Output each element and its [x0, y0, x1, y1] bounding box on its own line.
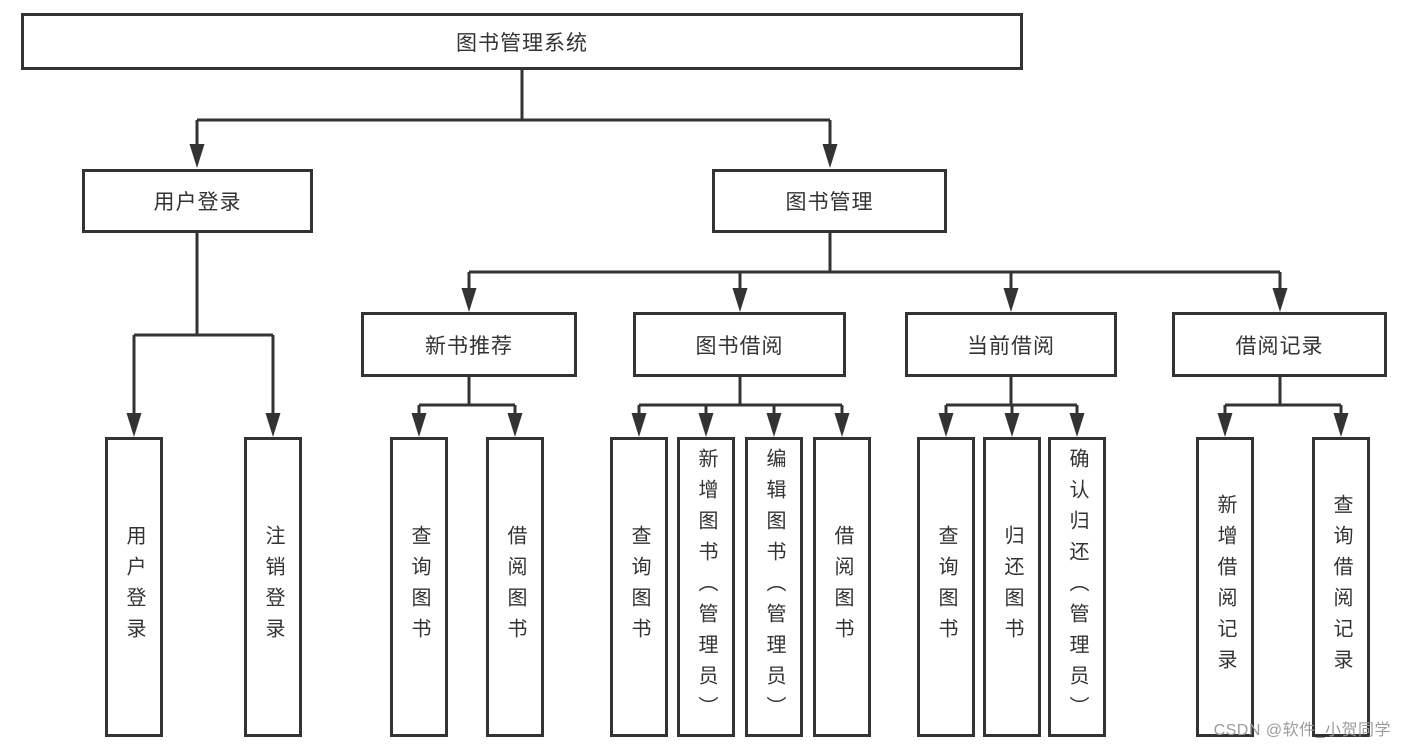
node-label: 图书借阅 [695, 334, 784, 358]
node-label: 图书管理系统 [456, 31, 588, 55]
leaf-label: 查询借阅记录 [1330, 494, 1352, 680]
node-label: 当前借阅 [967, 334, 1055, 358]
leaf-label: 借阅图书 [831, 525, 853, 649]
csdn-watermark: CSDN @软件_小贺同学 [1213, 722, 1391, 739]
node-library-management-system: 图书管理系统 [21, 13, 1023, 70]
leaf-label: 编辑图书（管理员） [763, 447, 785, 727]
node-label: 借阅记录 [1235, 334, 1324, 358]
node-book-management: 图书管理 [712, 169, 947, 233]
node-current-borrowing: 当前借阅 [905, 312, 1117, 377]
leaf-logout: 注销登录 [244, 437, 302, 737]
leaf-label: 用户登录 [123, 525, 145, 649]
leaf-label: 借阅图书 [504, 525, 526, 649]
leaf-label: 新增图书（管理员） [695, 447, 717, 727]
leaf-current-query-books: 查询图书 [917, 437, 975, 737]
leaf-label: 新增借阅记录 [1214, 494, 1236, 680]
leaf-records-query-borrow-record: 查询借阅记录 [1312, 437, 1370, 737]
leaf-newbooks-query-books: 查询图书 [390, 437, 448, 737]
leaf-borrowing-query-books: 查询图书 [610, 437, 668, 737]
leaf-current-return-books: 归还图书 [983, 437, 1041, 737]
leaf-current-confirm-return-admin: 确认归还（管理员） [1048, 437, 1106, 737]
node-label: 用户登录 [153, 191, 242, 214]
leaf-user-login: 用户登录 [105, 437, 163, 737]
leaf-records-add-borrow-record: 新增借阅记录 [1196, 437, 1254, 737]
leaf-borrowing-edit-books-admin: 编辑图书（管理员） [745, 437, 803, 737]
node-new-book-recommendation: 新书推荐 [361, 312, 577, 377]
leaf-label: 归还图书 [1001, 525, 1023, 649]
node-label: 图书管理 [785, 191, 874, 214]
leaf-label: 查询图书 [628, 525, 650, 649]
leaf-label: 确认归还（管理员） [1066, 447, 1088, 727]
leaf-borrowing-add-books-admin: 新增图书（管理员） [677, 437, 735, 737]
node-book-borrowing: 图书借阅 [633, 312, 846, 377]
leaf-label: 查询图书 [935, 525, 957, 649]
leaf-newbooks-borrow-books: 借阅图书 [486, 437, 544, 737]
leaf-label: 查询图书 [408, 525, 430, 649]
node-user-login: 用户登录 [82, 169, 313, 233]
node-borrowing-records: 借阅记录 [1172, 312, 1387, 377]
leaf-borrowing-borrow-books: 借阅图书 [813, 437, 871, 737]
leaf-label: 注销登录 [262, 525, 284, 649]
node-label: 新书推荐 [425, 334, 513, 358]
